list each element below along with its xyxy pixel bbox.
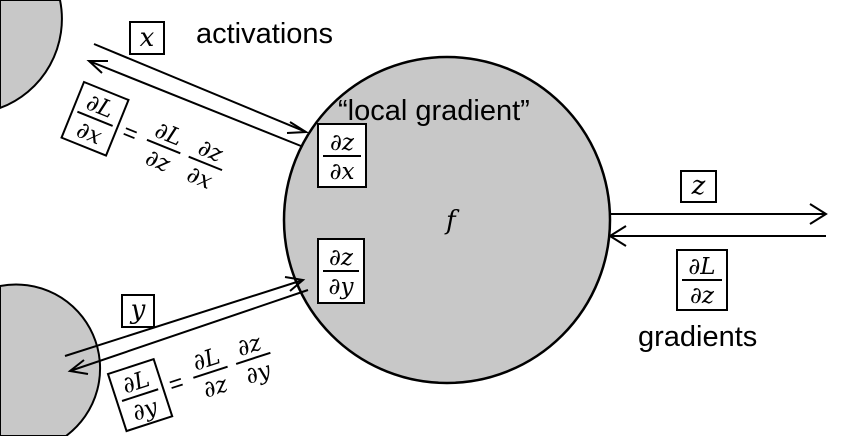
upstream-node-y xyxy=(0,283,102,436)
chain-y-dz-den: ∂y xyxy=(242,357,275,390)
arrow-z-forward xyxy=(610,203,828,225)
arrow-x-backward xyxy=(86,60,302,147)
variable-z-text: z xyxy=(691,171,706,201)
dz-dx-denominator: ∂x xyxy=(330,159,355,185)
variable-z-box: z xyxy=(680,170,717,203)
arrow-z-backward xyxy=(608,225,826,247)
chain-y-equals: = xyxy=(166,369,188,399)
upstream-gradient-dL-dz: ∂L ∂z xyxy=(676,249,728,311)
variable-y-text: y xyxy=(130,295,146,325)
arrow-x-forward xyxy=(93,43,310,134)
dL-dy-bar xyxy=(121,388,159,402)
dL-dz-numerator: ∂L xyxy=(688,254,715,280)
arrow-y-forward xyxy=(64,276,306,357)
dL-dz-denominator: ∂z xyxy=(690,283,715,309)
dL-dx-bar xyxy=(77,110,114,127)
arrow-y-backward xyxy=(67,289,309,375)
variable-y-box: y xyxy=(121,294,155,328)
local-gradient-dz-dy: ∂z ∂y xyxy=(317,238,365,304)
chain-rule-x-equation: ∂L ∂x = ∂L ∂z ∂z ∂x xyxy=(60,80,227,195)
chain-x-equals: = xyxy=(119,118,142,148)
dz-dy-numerator: ∂z xyxy=(329,245,354,271)
dz-dx-numerator: ∂z xyxy=(330,130,355,156)
variable-x-box: x xyxy=(129,21,165,55)
local-gradient-dz-dx: ∂z ∂x xyxy=(317,123,367,188)
chain-x-dL-bar xyxy=(146,138,181,155)
chain-y-dL-den: ∂z xyxy=(200,371,232,403)
chain-y-dL-num: ∂L xyxy=(190,343,224,376)
chain-y-dz-num: ∂z xyxy=(234,330,266,362)
chain-x-dz-bar xyxy=(188,155,223,172)
activations-label: activations xyxy=(196,18,333,50)
dz-dy-denominator: ∂y xyxy=(329,274,355,300)
chain-y-dz-bar xyxy=(235,351,271,365)
variable-x-text: x xyxy=(140,23,155,53)
local-gradient-label: “local gradient” xyxy=(338,95,530,127)
gradients-label: gradients xyxy=(638,321,757,353)
upstream-node-x xyxy=(0,0,63,110)
chain-y-dL-bar xyxy=(193,365,228,379)
chain-rule-y-equation: ∂L ∂y = ∂L ∂z ∂z ∂y xyxy=(106,330,275,433)
